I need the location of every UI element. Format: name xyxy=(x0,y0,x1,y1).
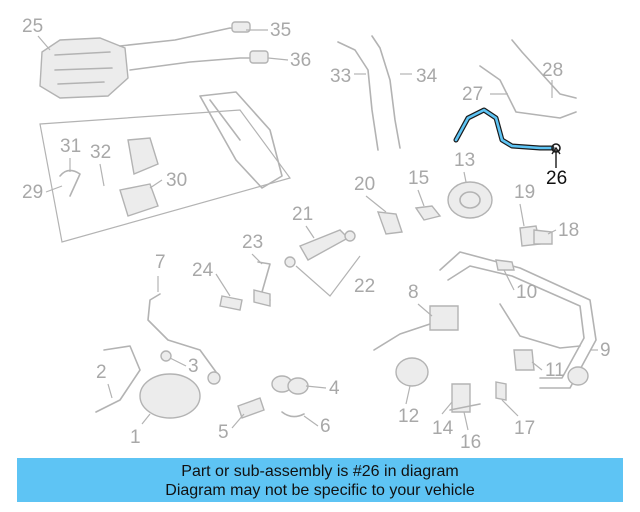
part-27-28-shapes xyxy=(479,39,577,119)
callout-6[interactable]: 6 xyxy=(320,416,331,437)
callout-34[interactable]: 34 xyxy=(416,66,438,87)
callout-16[interactable]: 16 xyxy=(460,432,481,453)
callout-8[interactable]: 8 xyxy=(408,282,419,303)
part-8-12-shapes xyxy=(373,305,459,387)
callout-2[interactable]: 2 xyxy=(96,362,107,383)
callout-12[interactable]: 12 xyxy=(398,406,419,427)
part-22-23-24-shapes xyxy=(219,255,361,311)
callout-18[interactable]: 18 xyxy=(558,220,579,241)
part-9-shape xyxy=(439,251,597,389)
callout-20[interactable]: 20 xyxy=(354,174,375,195)
callout-5[interactable]: 5 xyxy=(218,422,229,443)
callout-25[interactable]: 25 xyxy=(22,16,43,37)
leader-lines xyxy=(37,29,598,431)
part-4-5-6-shapes xyxy=(237,375,309,419)
part-35-36-shapes xyxy=(119,21,269,71)
inset-box xyxy=(39,91,291,243)
part-25-shape xyxy=(39,37,129,99)
callout-29[interactable]: 29 xyxy=(22,182,43,203)
part-15-20-21-shapes xyxy=(298,205,442,261)
info-banner: Part or sub-assembly is #26 in diagram D… xyxy=(17,458,623,502)
callout-27[interactable]: 27 xyxy=(462,84,483,105)
callout-22[interactable]: 22 xyxy=(354,276,375,297)
callout-4[interactable]: 4 xyxy=(329,378,340,399)
callout-9[interactable]: 9 xyxy=(600,340,611,361)
part-1-2-3-7-shapes xyxy=(95,293,221,419)
callout-21[interactable]: 21 xyxy=(292,204,313,225)
part-13-shape xyxy=(447,181,493,219)
callout-31[interactable]: 31 xyxy=(60,136,81,157)
callout-15[interactable]: 15 xyxy=(408,168,429,189)
part-33-34-shapes xyxy=(337,35,401,151)
callout-24[interactable]: 24 xyxy=(192,260,214,281)
callout-13[interactable]: 13 xyxy=(454,150,475,171)
part-14-16-17-shapes xyxy=(449,381,507,413)
callout-33[interactable]: 33 xyxy=(330,66,351,87)
callout-3[interactable]: 3 xyxy=(188,356,199,377)
callout-32[interactable]: 32 xyxy=(90,142,111,163)
callout-1[interactable]: 1 xyxy=(130,427,141,448)
callout-10[interactable]: 10 xyxy=(516,282,537,303)
callout-28[interactable]: 28 xyxy=(542,60,563,81)
callout-7[interactable]: 7 xyxy=(155,252,166,273)
callout-19[interactable]: 19 xyxy=(514,182,535,203)
callout-26[interactable]: 26 xyxy=(546,168,567,189)
callout-11[interactable]: 11 xyxy=(545,360,565,381)
banner-line-2: Diagram may not be specific to your vehi… xyxy=(165,482,475,499)
part-10-11-18-19-shapes xyxy=(495,225,589,386)
callout-17[interactable]: 17 xyxy=(514,418,535,439)
part-26-highlighted xyxy=(453,107,561,168)
banner-line-1: Part or sub-assembly is #26 in diagram xyxy=(181,463,459,480)
callout-23[interactable]: 23 xyxy=(242,232,263,253)
callout-35[interactable]: 35 xyxy=(270,20,291,41)
callout-labels: 1 2 3 4 5 6 7 8 9 10 11 12 13 14 15 16 1… xyxy=(22,16,611,453)
parts-diagram: 1 2 3 4 5 6 7 8 9 10 11 12 13 14 15 16 1… xyxy=(22,16,611,453)
callout-30[interactable]: 30 xyxy=(166,170,187,191)
callout-14[interactable]: 14 xyxy=(432,418,454,439)
callout-36[interactable]: 36 xyxy=(290,50,311,71)
